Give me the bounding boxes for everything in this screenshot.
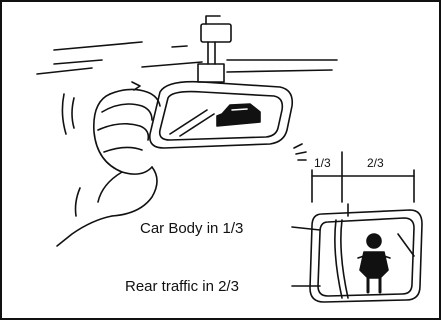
rear-traffic-callout: Rear traffic in 2/3 bbox=[125, 278, 239, 295]
motorcyclist bbox=[358, 234, 390, 292]
mirror-mount bbox=[198, 16, 231, 82]
car-body-callout: Car Body in 1/3 bbox=[140, 220, 243, 237]
windshield-lines bbox=[37, 42, 337, 74]
inset-mirror-view bbox=[292, 210, 422, 302]
one-third-label: 1/3 bbox=[314, 156, 331, 170]
two-thirds-label: 2/3 bbox=[367, 156, 384, 170]
rearview-mirror bbox=[150, 82, 292, 148]
